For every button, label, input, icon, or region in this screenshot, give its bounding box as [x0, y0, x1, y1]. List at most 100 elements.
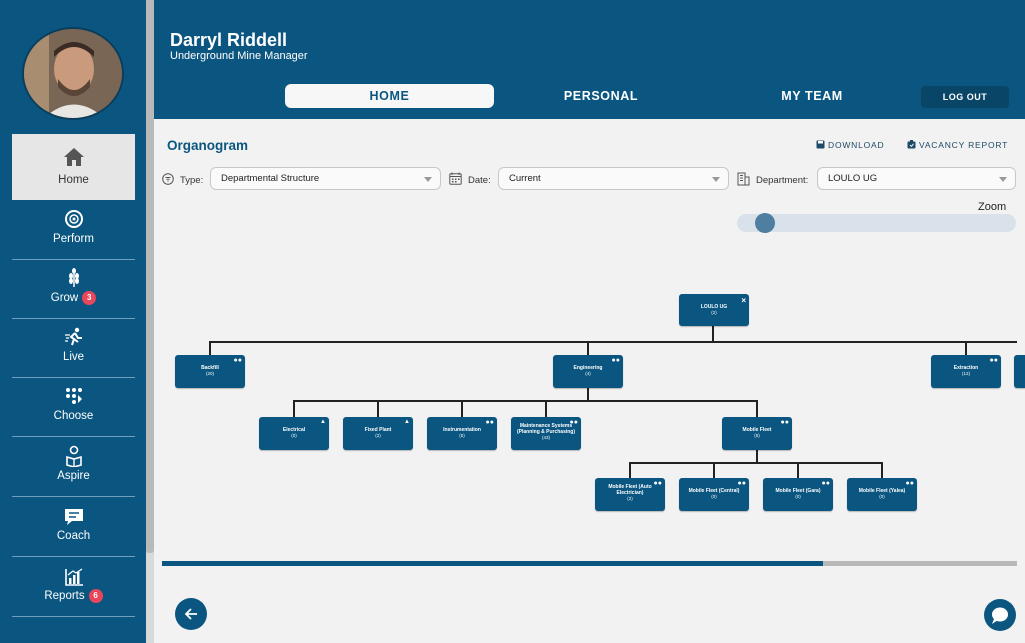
sidebar-item-coach[interactable]: Coach	[12, 498, 135, 557]
connector-line	[293, 400, 295, 417]
chevron-down-icon	[424, 177, 432, 182]
connector-line	[293, 400, 757, 402]
connector-line	[461, 400, 463, 417]
team-icon: ●●	[233, 357, 242, 364]
user-name: Darryl Riddell	[170, 30, 288, 50]
sidebar-item-label: Live	[62, 351, 85, 363]
home-icon	[63, 148, 84, 166]
connector-line	[756, 400, 758, 417]
department-select-value: LOULO UG	[828, 173, 878, 184]
date-label: Date:	[468, 175, 491, 186]
connector-line	[545, 400, 547, 417]
date-select[interactable]: Current	[498, 167, 729, 190]
org-node-mobile-fleet-yalea[interactable]: ●● Mobile Fleet (Yalea) (0)	[847, 478, 917, 511]
team-icon: ●●	[905, 480, 914, 487]
zoom-slider-thumb[interactable]	[755, 213, 775, 233]
sidebar-item-choose[interactable]: Choose	[12, 378, 135, 437]
sidebar-item-label: Perform	[53, 233, 94, 245]
team-icon: ●●	[569, 419, 578, 426]
close-icon[interactable]: ×	[741, 296, 746, 305]
org-node-fixed-plant[interactable]: ▲ Fixed Plant (2)	[343, 417, 413, 450]
chat-icon	[64, 509, 83, 525]
org-node-electrical[interactable]: ▲ Electrical (0)	[259, 417, 329, 450]
avatar[interactable]	[22, 27, 124, 120]
sidebar-item-label: Reports	[44, 590, 85, 603]
connector-line	[965, 341, 967, 356]
sidebar-item-label: Home	[58, 174, 89, 186]
building-icon	[737, 172, 750, 186]
type-select[interactable]: Departmental Structure	[210, 167, 441, 190]
connector-line	[712, 326, 714, 342]
choice-icon	[65, 388, 82, 404]
org-icon: ▲	[404, 419, 410, 425]
connector-line	[629, 462, 631, 478]
sidebar-item-live[interactable]: Live	[12, 319, 135, 378]
save-icon	[816, 140, 825, 149]
sidebar-scrollbar-thumb[interactable]	[146, 0, 154, 553]
org-node-mobile-fleet-central[interactable]: ●● Mobile Fleet (Central) (0)	[679, 478, 749, 511]
org-node-engineering[interactable]: ●● Engineering (4)	[553, 355, 623, 388]
chat-button[interactable]	[984, 599, 1016, 631]
vacancy-report-label: VACANCY REPORT	[919, 140, 1009, 150]
running-icon	[64, 327, 82, 346]
header: Darryl Riddell Underground Mine Manager …	[154, 0, 1025, 119]
type-select-value: Departmental Structure	[221, 173, 320, 184]
chart-scrollbar-thumb[interactable]	[162, 561, 823, 566]
logout-button[interactable]: LOG OUT	[921, 86, 1009, 108]
org-node-mobile-fleet-auto-electrician[interactable]: ●● Mobile Fleet (Auto Electrician) (2)	[595, 478, 665, 511]
sidebar-item-aspire[interactable]: Aspire	[12, 438, 135, 497]
sidebar-item-label: Grow	[50, 292, 79, 305]
notification-badge: 6	[88, 589, 103, 603]
org-node-backfill[interactable]: ●● Backfill (20)	[175, 355, 245, 388]
chart-icon	[64, 568, 83, 586]
department-label: Department:	[756, 175, 809, 186]
chat-bubble-icon	[992, 607, 1008, 624]
sidebar-item-home[interactable]: Home	[12, 134, 135, 200]
team-icon: ●●	[780, 419, 789, 426]
connector-line	[797, 462, 799, 478]
reader-icon	[65, 445, 82, 467]
team-icon: ●●	[485, 419, 494, 426]
connector-line	[377, 400, 379, 417]
tab-my-team[interactable]: MY TEAM	[781, 89, 843, 103]
team-icon: ●●	[611, 357, 620, 364]
download-button[interactable]: DOWNLOAD	[816, 140, 884, 150]
sidebar-item-perform[interactable]: Perform	[12, 201, 135, 260]
sidebar-item-label: Coach	[56, 530, 91, 542]
notification-badge: 3	[82, 291, 97, 305]
download-label: DOWNLOAD	[828, 140, 885, 150]
connector-line	[756, 450, 758, 463]
back-button[interactable]	[175, 598, 207, 630]
department-select[interactable]: LOULO UG	[817, 167, 1016, 190]
target-icon	[64, 210, 83, 228]
sidebar-item-label: Choose	[53, 410, 94, 422]
org-node-mobile-fleet-gara[interactable]: ●● Mobile Fleet (Gara) (0)	[763, 478, 833, 511]
tab-personal[interactable]: PERSONAL	[563, 89, 639, 103]
tab-home[interactable]: HOME	[285, 84, 494, 108]
org-node-root[interactable]: × LOULO UG (2)	[679, 294, 749, 326]
zoom-slider-track[interactable]	[737, 214, 1016, 232]
connector-line	[881, 462, 883, 478]
team-icon: ●●	[821, 480, 830, 487]
page-title: Organogram	[167, 138, 249, 153]
org-icon: ▲	[320, 419, 326, 425]
org-node-partial[interactable]	[1014, 355, 1025, 388]
zoom-label: Zoom	[978, 201, 1007, 213]
org-node-instrumentation[interactable]: ●● Instrumentation (5)	[427, 417, 497, 450]
org-node-extraction[interactable]: ●● Extraction (12)	[931, 355, 1001, 388]
calendar-icon	[449, 172, 462, 185]
connector-line	[209, 341, 211, 356]
vacancy-report-button[interactable]: VACANCY REPORT	[907, 140, 1008, 150]
team-icon: ●●	[989, 357, 998, 364]
user-role: Underground Mine Manager	[170, 50, 308, 62]
org-node-mobile-fleet[interactable]: ●● Mobile Fleet (5)	[722, 417, 792, 450]
connector-line	[713, 462, 715, 478]
wheat-icon	[68, 268, 79, 287]
org-node-maintenance-systems[interactable]: ●● Maintenance Systems (Planning & Purch…	[511, 417, 581, 450]
connector-line	[629, 462, 883, 464]
date-select-value: Current	[509, 173, 541, 184]
profile-photo	[24, 29, 122, 118]
